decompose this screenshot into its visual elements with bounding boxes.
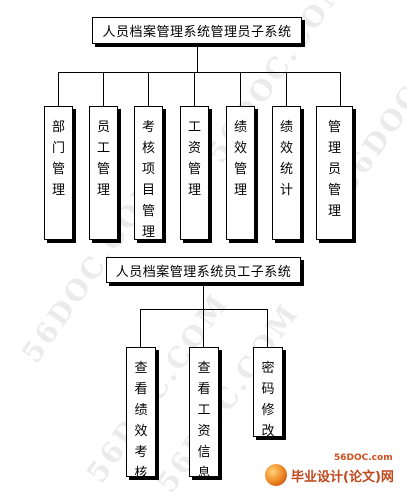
d1-drop-3 <box>148 72 149 106</box>
d2-drop-2 <box>203 309 204 347</box>
node-assessment-item-mgmt-label: 考核项目管理 <box>141 120 155 240</box>
node-assessment-item-mgmt: 考核项目管理 <box>134 106 163 240</box>
node-employee-mgmt-label: 员工管理 <box>96 120 110 198</box>
node-performance-stats: 绩效统计 <box>272 106 301 240</box>
logo-label: 毕业设计(论文)网 <box>291 469 394 485</box>
node-view-performance: 查看绩效考核 <box>126 347 156 481</box>
node-performance-mgmt: 绩效管理 <box>226 106 255 240</box>
node-view-salary: 查看工资信息 <box>189 347 219 481</box>
node-change-password: 密码修改 <box>253 347 283 439</box>
d1-drop-7 <box>340 72 341 106</box>
node-salary-mgmt: 工资管理 <box>180 106 209 240</box>
admin-subsystem-root: 人员档案管理系统管理员子系统 <box>92 17 302 44</box>
node-department-mgmt-label: 部门管理 <box>51 120 65 198</box>
d1-drop-1 <box>58 72 59 106</box>
d1-drop-5 <box>240 72 241 106</box>
employee-subsystem-root: 人员档案管理系统员工子系统 <box>106 257 301 283</box>
d1-drop-2 <box>103 72 104 106</box>
node-department-mgmt: 部门管理 <box>44 106 73 240</box>
d2-trunk <box>203 285 204 310</box>
d1-trunk <box>197 46 198 73</box>
d1-bus <box>58 72 340 73</box>
logo-disc-icon <box>265 464 287 486</box>
node-view-performance-label: 查看绩效考核 <box>134 361 148 481</box>
d2-drop-1 <box>140 309 141 347</box>
node-employee-mgmt: 员工管理 <box>89 106 118 240</box>
node-admin-mgmt: 管理员管理 <box>316 106 353 240</box>
admin-subsystem-root-label: 人员档案管理系统管理员子系统 <box>102 25 292 40</box>
node-view-salary-label: 查看工资信息 <box>197 361 211 481</box>
node-salary-mgmt-label: 工资管理 <box>187 120 201 198</box>
node-performance-stats-label: 绩效统计 <box>279 120 293 198</box>
node-admin-mgmt-label: 管理员管理 <box>327 120 341 219</box>
node-performance-mgmt-label: 绩效管理 <box>233 120 247 198</box>
d1-drop-4 <box>194 72 195 106</box>
d2-bus <box>140 309 268 310</box>
node-change-password-label: 密码修改 <box>261 361 275 439</box>
d2-drop-3 <box>267 309 268 347</box>
employee-subsystem-root-label: 人员档案管理系统员工子系统 <box>115 264 292 280</box>
site-logo: 毕业设计(论文)网 <box>265 462 394 488</box>
d1-drop-6 <box>286 72 287 106</box>
logo-site-text: 56DOC.com <box>334 453 393 463</box>
